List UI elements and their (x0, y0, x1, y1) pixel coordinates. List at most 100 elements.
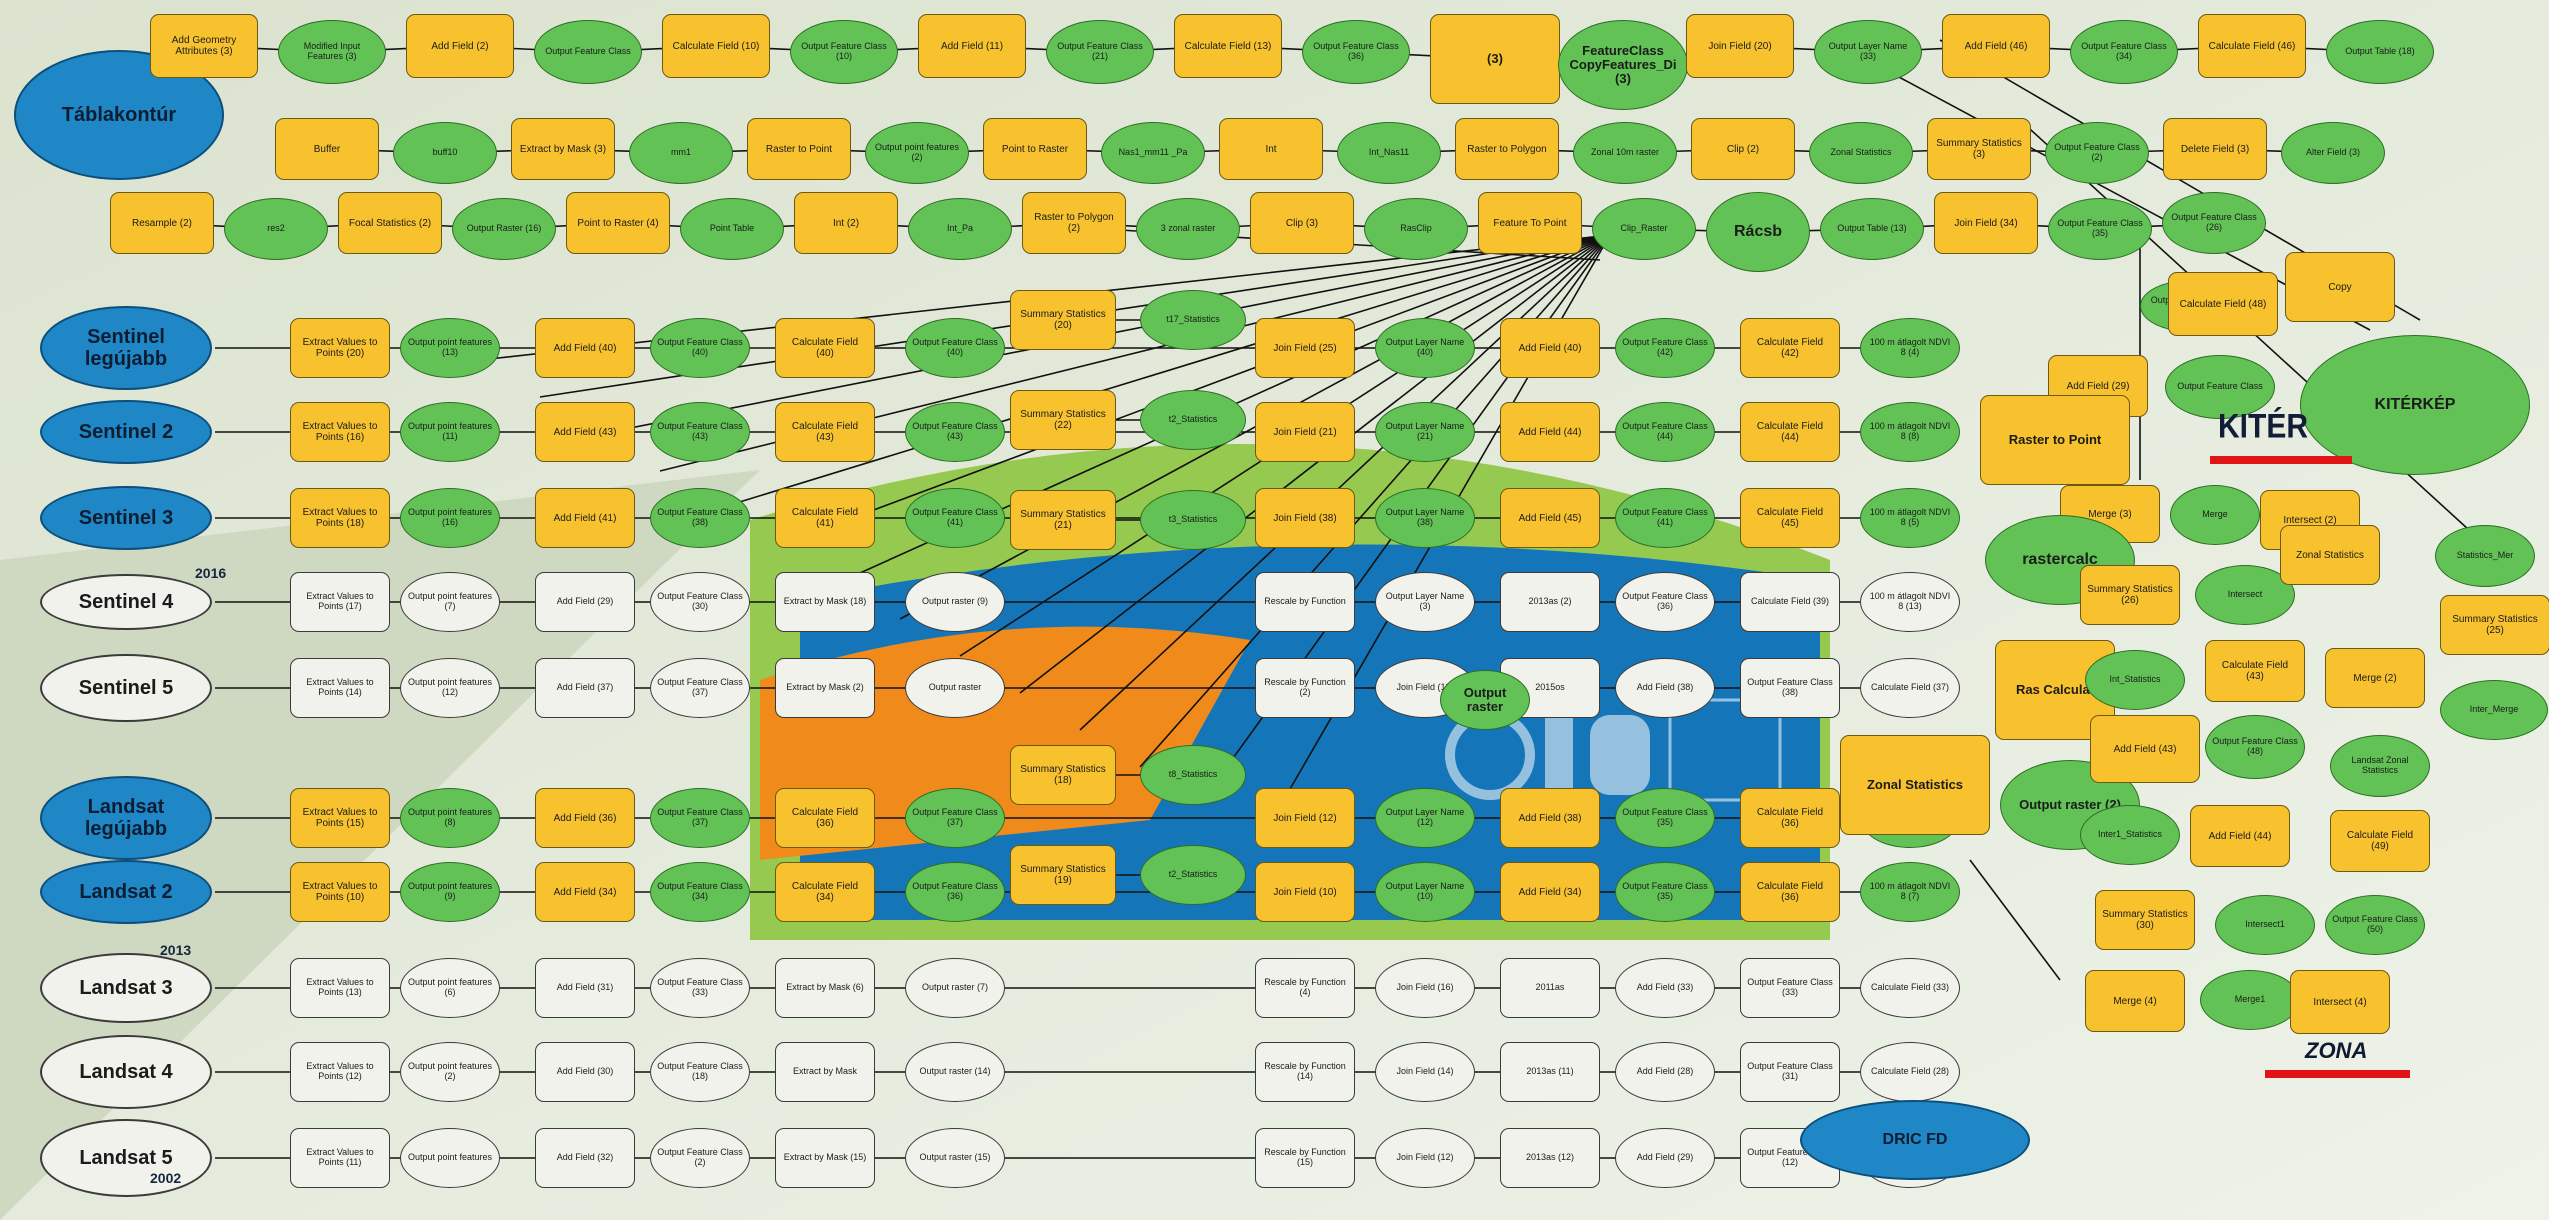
data-node-output-feature-class-36[interactable]: Output Feature Class (36) (1302, 20, 1410, 84)
tool-node-join-field-21[interactable]: Join Field (21) (1255, 402, 1355, 462)
tool-node-calculate-field-43[interactable]: Calculate Field (43) (2205, 640, 2305, 702)
tool-node-2013as-2[interactable]: 2013as (2) (1500, 572, 1600, 632)
data-node-nas1-mm11-pa[interactable]: Nas1_mm11 _Pa (1101, 122, 1205, 184)
tool-node-calculate-field-10[interactable]: Calculate Field (10) (662, 14, 770, 78)
tool-node-calculate-field-39[interactable]: Calculate Field (39) (1740, 572, 1840, 632)
tool-node-copy[interactable]: Copy (2285, 252, 2395, 322)
tool-node-add-field-40[interactable]: Add Field (40) (1500, 318, 1600, 378)
data-node-output-point-features-13[interactable]: Output point features (13) (400, 318, 500, 378)
tool-node-summary-statistics-25[interactable]: Summary Statistics (25) (2440, 595, 2549, 655)
tool-node-add-field-43[interactable]: Add Field (43) (2090, 715, 2200, 783)
tool-node-add-field-32[interactable]: Add Field (32) (535, 1128, 635, 1188)
tool-node-add-geometry-attributes-3[interactable]: Add Geometry Attributes (3) (150, 14, 258, 78)
data-node-zonal-statistics[interactable]: Zonal Statistics (1809, 122, 1913, 184)
data-node-modified-input-features-3[interactable]: Modified Input Features (3) (278, 20, 386, 84)
data-node-output-feature-class-33[interactable]: Output Feature Class (33) (650, 958, 750, 1018)
tool-node-rescale-by-function-2[interactable]: Rescale by Function (2) (1255, 658, 1355, 718)
data-node-join-field-16[interactable]: Join Field (16) (1375, 958, 1475, 1018)
data-node-output-feature-class-21[interactable]: Output Feature Class (21) (1046, 20, 1154, 84)
tool-node-point-to-raster-4[interactable]: Point to Raster (4) (566, 192, 670, 254)
tool-node-extract-values-to-points-10[interactable]: Extract Values to Points (10) (290, 862, 390, 922)
tool-node-raster-to-point[interactable]: Raster to Point (747, 118, 851, 180)
data-node-calculate-field-28[interactable]: Calculate Field (28) (1860, 1042, 1960, 1102)
tool-node-output-feature-class-33[interactable]: Output Feature Class (33) (1740, 958, 1840, 1018)
data-node-output-feature-class-40[interactable]: Output Feature Class (40) (905, 318, 1005, 378)
data-node-output-feature-class[interactable]: Output Feature Class (534, 20, 642, 84)
data-node-output-raster-14[interactable]: Output raster (14) (905, 1042, 1005, 1102)
data-node-output-feature-class-41[interactable]: Output Feature Class (41) (1615, 488, 1715, 548)
input-node-sentinel-4[interactable]: Sentinel 4 (40, 574, 212, 630)
tool-node-add-field-44[interactable]: Add Field (44) (2190, 805, 2290, 867)
tool-node-add-field-38[interactable]: Add Field (38) (1500, 788, 1600, 848)
data-node-join-field-14[interactable]: Join Field (14) (1375, 1042, 1475, 1102)
input-node-landsat-leg-jabb[interactable]: Landsat legújabb (40, 776, 212, 860)
data-node-output-feature-class-35[interactable]: Output Feature Class (35) (1615, 788, 1715, 848)
tool-node-extract-by-mask-3[interactable]: Extract by Mask (3) (511, 118, 615, 180)
data-node-output-point-features-2[interactable]: Output point features (2) (400, 1042, 500, 1102)
tool-node-summary-statistics-19[interactable]: Summary Statistics (19) (1010, 845, 1116, 905)
data-node-output-feature-class-36[interactable]: Output Feature Class (36) (1615, 572, 1715, 632)
data-node-output-feature-class-2[interactable]: Output Feature Class (2) (650, 1128, 750, 1188)
tool-node-summary-statistics-3[interactable]: Summary Statistics (3) (1927, 118, 2031, 180)
data-node-output-feature-class-30[interactable]: Output Feature Class (30) (650, 572, 750, 632)
tool-node-rescale-by-function-4[interactable]: Rescale by Function (4) (1255, 958, 1355, 1018)
tool-node-join-field-38[interactable]: Join Field (38) (1255, 488, 1355, 548)
tool-node-join-field-34[interactable]: Join Field (34) (1934, 192, 2038, 254)
data-node-calculate-field-37[interactable]: Calculate Field (37) (1860, 658, 1960, 718)
tool-node-intersect-4[interactable]: Intersect (4) (2290, 970, 2390, 1034)
data-node-100-m-tlagolt-ndvi-8-7[interactable]: 100 m átlagolt NDVI 8 (7) (1860, 862, 1960, 922)
data-node-output-feature-class-43[interactable]: Output Feature Class (43) (650, 402, 750, 462)
data-node-output-point-features-11[interactable]: Output point features (11) (400, 402, 500, 462)
data-node-output-feature-class-34[interactable]: Output Feature Class (34) (2070, 20, 2178, 84)
tool-node-focal-statistics-2[interactable]: Focal Statistics (2) (338, 192, 442, 254)
data-node-add-field-29[interactable]: Add Field (29) (1615, 1128, 1715, 1188)
data-node-output-feature-class-48[interactable]: Output Feature Class (48) (2205, 715, 2305, 779)
data-node-output-point-features-12[interactable]: Output point features (12) (400, 658, 500, 718)
tool-node-extract-by-mask-15[interactable]: Extract by Mask (15) (775, 1128, 875, 1188)
tool-node-2013as-11[interactable]: 2013as (11) (1500, 1042, 1600, 1102)
data-node-inter1-statistics[interactable]: Inter1_Statistics (2080, 805, 2180, 865)
tool-node-add-field-45[interactable]: Add Field (45) (1500, 488, 1600, 548)
tool-node-calculate-field-42[interactable]: Calculate Field (42) (1740, 318, 1840, 378)
data-node-output-layer-name-21[interactable]: Output Layer Name (21) (1375, 402, 1475, 462)
data-node-output-table-13[interactable]: Output Table (13) (1820, 198, 1924, 260)
data-node-add-field-38[interactable]: Add Field (38) (1615, 658, 1715, 718)
tool-node-zonal-statistics[interactable]: Zonal Statistics (2280, 525, 2380, 585)
tool-node-add-field-44[interactable]: Add Field (44) (1500, 402, 1600, 462)
input-node-sentinel-5[interactable]: Sentinel 5 (40, 654, 212, 722)
data-node-3-zonal-raster[interactable]: 3 zonal raster (1136, 198, 1240, 260)
tool-node-calculate-field-36[interactable]: Calculate Field (36) (1740, 788, 1840, 848)
tool-node-add-field-2[interactable]: Add Field (2) (406, 14, 514, 78)
input-node-landsat-2[interactable]: Landsat 2 (40, 860, 212, 924)
tool-node-summary-statistics-18[interactable]: Summary Statistics (18) (1010, 745, 1116, 805)
tool-node-merge-4[interactable]: Merge (4) (2085, 970, 2185, 1032)
data-node-100-m-tlagolt-ndvi-8-4[interactable]: 100 m átlagolt NDVI 8 (4) (1860, 318, 1960, 378)
tool-node-merge-2[interactable]: Merge (2) (2325, 648, 2425, 708)
tool-node-extract-values-to-points-20[interactable]: Extract Values to Points (20) (290, 318, 390, 378)
data-node-output-feature-class-2[interactable]: Output Feature Class (2) (2045, 122, 2149, 184)
tool-node-2013as-12[interactable]: 2013as (12) (1500, 1128, 1600, 1188)
data-node-point-table[interactable]: Point Table (680, 198, 784, 260)
tool-node-calculate-field-45[interactable]: Calculate Field (45) (1740, 488, 1840, 548)
data-node-output-feature-class-36[interactable]: Output Feature Class (36) (905, 862, 1005, 922)
data-node-featureclass-copyfeatures-di-3[interactable]: FeatureClass CopyFeatures_Di (3) (1558, 20, 1688, 110)
tool-node-extract-values-to-points-11[interactable]: Extract Values to Points (11) (290, 1128, 390, 1188)
tool-node-add-field-11[interactable]: Add Field (11) (918, 14, 1026, 78)
tool-node-extract-values-to-points-14[interactable]: Extract Values to Points (14) (290, 658, 390, 718)
tool-node-add-field-31[interactable]: Add Field (31) (535, 958, 635, 1018)
data-node-add-field-33[interactable]: Add Field (33) (1615, 958, 1715, 1018)
data-node-calculate-field-33[interactable]: Calculate Field (33) (1860, 958, 1960, 1018)
data-node-output-feature-class-43[interactable]: Output Feature Class (43) (905, 402, 1005, 462)
input-node-sentinel-3[interactable]: Sentinel 3 (40, 486, 212, 550)
data-node-rasclip[interactable]: RasClip (1364, 198, 1468, 260)
tool-node-raster-to-point[interactable]: Raster to Point (1980, 395, 2130, 485)
data-node-output-feature-class-37[interactable]: Output Feature Class (37) (650, 788, 750, 848)
input-node-landsat-3[interactable]: Landsat 3 (40, 953, 212, 1023)
data-node-output-raster[interactable]: Output raster (1440, 670, 1530, 730)
tool-node-calculate-field-13[interactable]: Calculate Field (13) (1174, 14, 1282, 78)
tool-node-join-field-10[interactable]: Join Field (10) (1255, 862, 1355, 922)
tool-node-calculate-field-40[interactable]: Calculate Field (40) (775, 318, 875, 378)
tool-node-calculate-field-34[interactable]: Calculate Field (34) (775, 862, 875, 922)
tool-node-extract-by-mask-2[interactable]: Extract by Mask (2) (775, 658, 875, 718)
tool-node-extract-by-mask[interactable]: Extract by Mask (775, 1042, 875, 1102)
